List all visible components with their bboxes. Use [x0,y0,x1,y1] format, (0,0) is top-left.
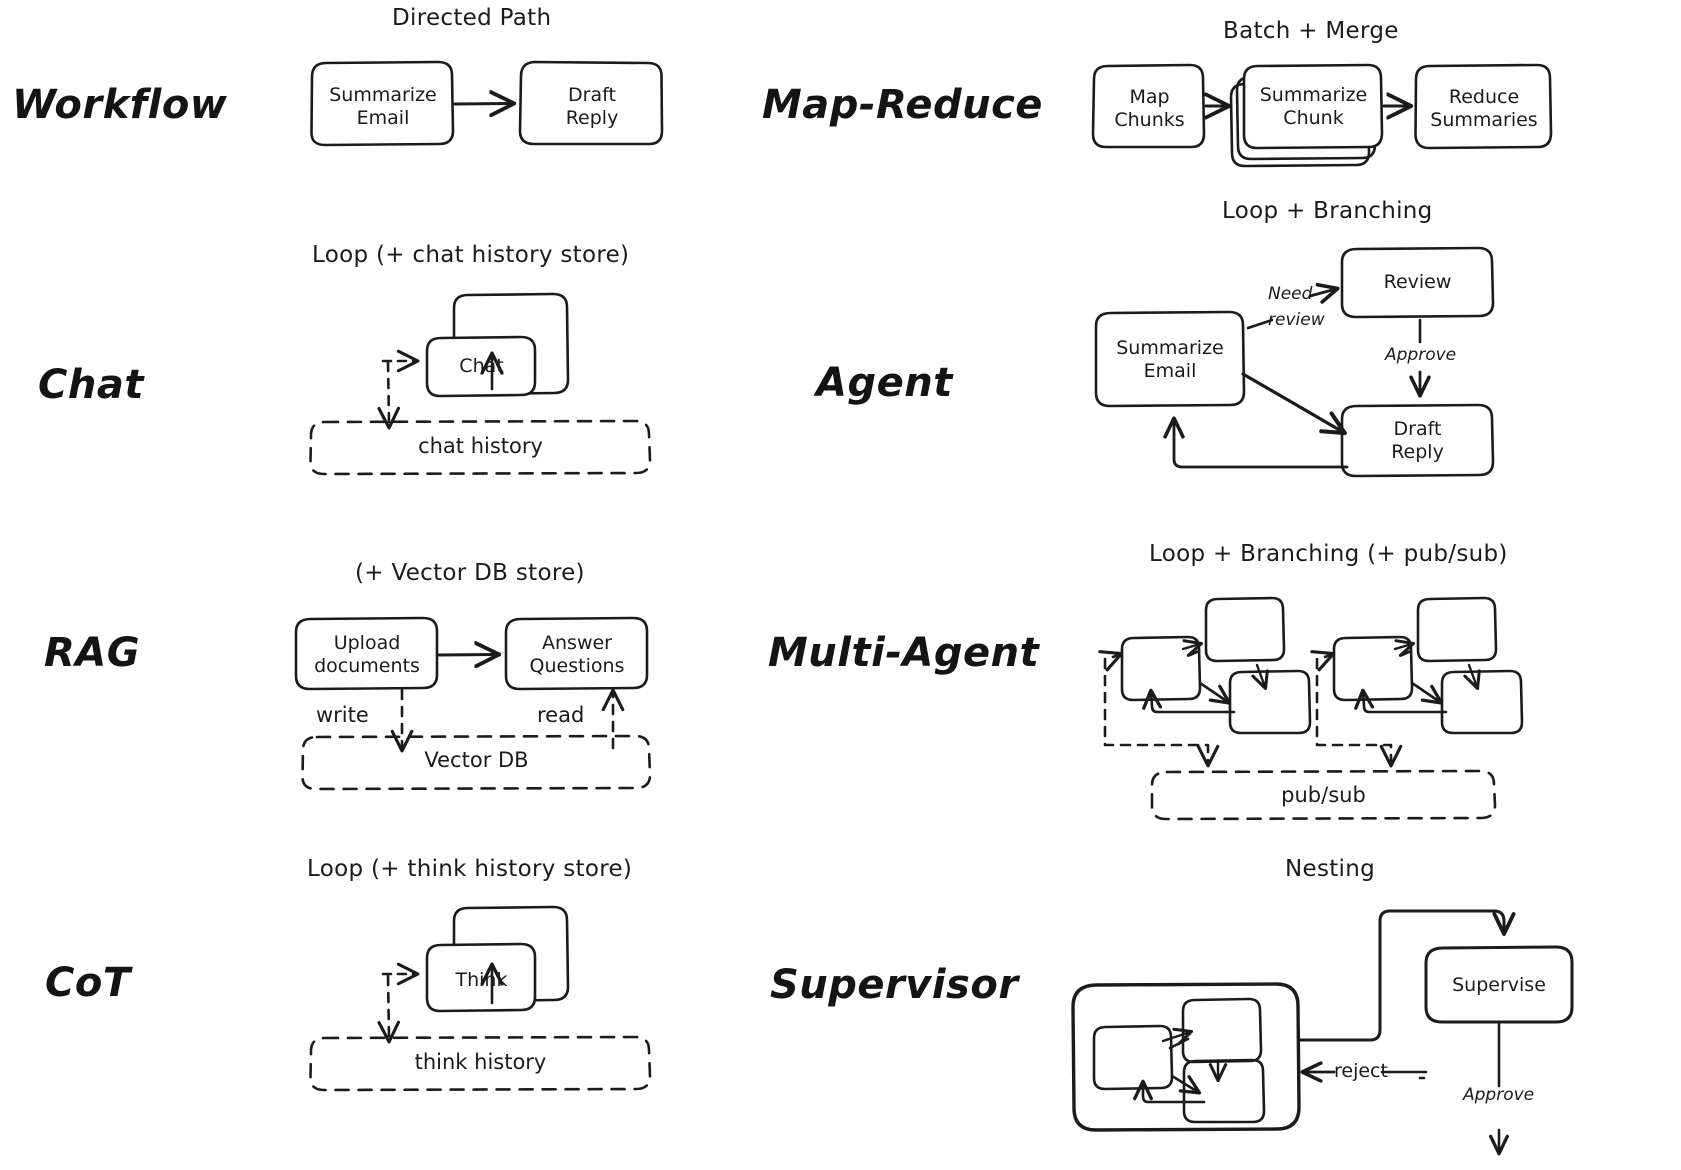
row-label-workflow: Workflow [12,82,228,128]
row-label-chat: Chat [38,362,144,408]
caption-multi-agent: Loop + Branching (+ pub/sub) [1149,541,1508,567]
row-label-cot: CoT [45,960,131,1006]
row-label-map-reduce: Map-Reduce [762,82,1043,128]
store-think-history: think history [414,1050,547,1074]
row-label-rag: RAG [44,630,141,676]
row-label-multi-agent: Multi-Agent [768,630,1040,676]
edge-label-reject: reject [1334,1060,1388,1082]
caption-agent: Loop + Branching [1222,198,1433,224]
edge-label-need: Need [1268,284,1313,304]
edge-label-review: review [1268,310,1325,330]
edge-label-write: write [316,703,369,727]
row-label-supervisor: Supervisor [770,962,1019,1008]
row-label-agent: Agent [816,360,953,406]
edge-label-supervisor-approve: Approve [1463,1085,1535,1105]
store-pub-sub: pub/sub [1281,783,1366,807]
caption-map-reduce: Batch + Merge [1223,18,1399,44]
caption-workflow: Directed Path [392,5,552,31]
store-chat-history: chat history [418,434,543,458]
caption-cot: Loop (+ think history store) [307,856,633,882]
edge-label-approve: Approve [1385,345,1457,365]
caption-supervisor: Nesting [1285,856,1376,882]
store-vector-db: Vector DB [424,748,529,772]
caption-chat: Loop (+ chat history store) [312,242,630,268]
edge-label-read: read [537,703,585,727]
caption-rag: (+ Vector DB store) [355,560,585,586]
